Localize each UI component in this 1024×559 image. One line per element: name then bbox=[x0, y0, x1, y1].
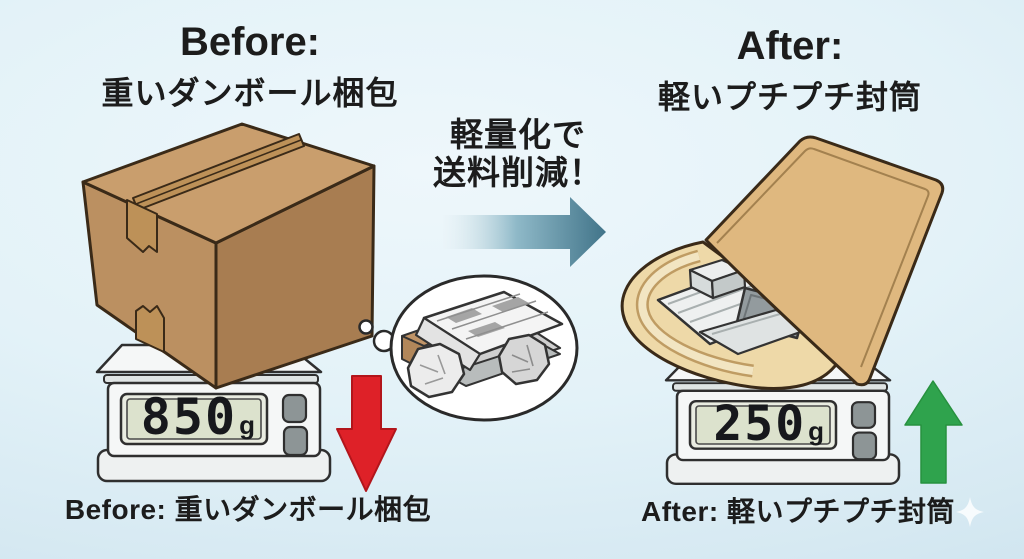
packing-tape-front-upper bbox=[126, 199, 158, 253]
weight-value-after: 250 bbox=[713, 396, 807, 452]
before-subtitle: 重いダンボール梱包 bbox=[101, 74, 399, 111]
weight-display-after: 250 g bbox=[698, 396, 824, 452]
after-subtitle: 軽いプチプチ封筒 bbox=[657, 78, 922, 115]
weight-value-before: 850 bbox=[140, 388, 238, 446]
before-title: Before: bbox=[179, 20, 321, 64]
sparkle-icon bbox=[956, 497, 984, 527]
envelope-body bbox=[704, 135, 945, 387]
bubble-mailer-envelope bbox=[620, 135, 945, 390]
weight-display-before: 850 g bbox=[129, 388, 255, 446]
packing-tape-front-lower bbox=[135, 305, 165, 353]
cardboard-box bbox=[81, 122, 376, 390]
weight-unit-after: g bbox=[808, 416, 824, 446]
down-arrow-icon bbox=[336, 375, 397, 492]
caption-after: After: 軽いプチプチ封筒 bbox=[641, 496, 955, 527]
transition-line1: 軽量化で bbox=[450, 116, 586, 153]
transition-label: 軽量化で 送料削減！ bbox=[398, 116, 638, 192]
crumpled-newspaper bbox=[401, 290, 564, 399]
up-arrow-icon bbox=[904, 380, 963, 484]
after-header: After: 軽いプチプチ封筒 bbox=[585, 24, 995, 118]
right-arrow-icon bbox=[443, 197, 606, 267]
before-header: Before: 重いダンボール梱包 bbox=[40, 20, 460, 114]
thought-bubble bbox=[358, 274, 579, 422]
after-title: After: bbox=[736, 24, 844, 68]
caption-before: Before: 重いダンボール梱包 bbox=[64, 494, 432, 525]
transition-line2: 送料削減！ bbox=[433, 154, 603, 191]
envelope-seam-line bbox=[716, 147, 930, 368]
weight-unit-before: g bbox=[239, 410, 255, 440]
